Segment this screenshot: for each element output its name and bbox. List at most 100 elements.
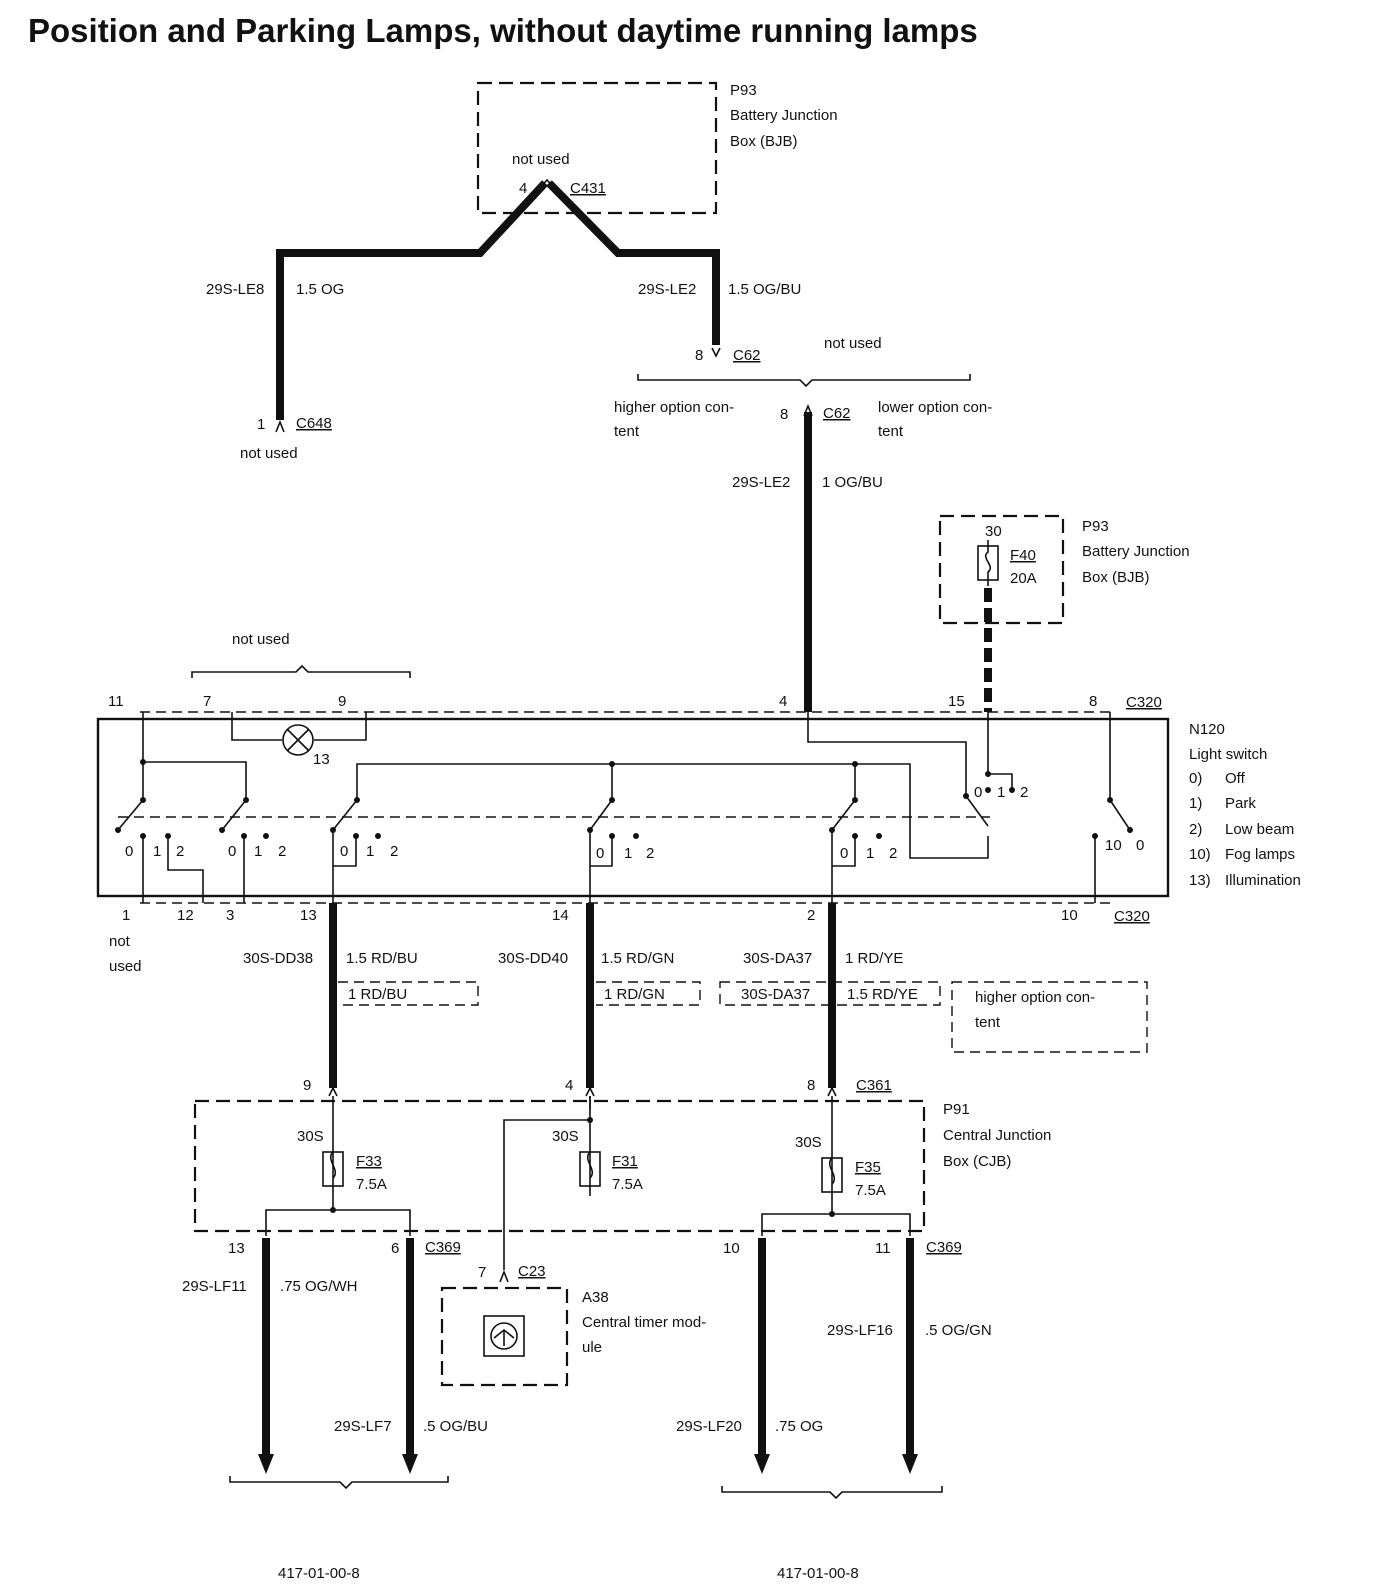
out1-spec: .75 OG/WH <box>280 1278 358 1295</box>
fuse-f40: F40 <box>1010 547 1036 564</box>
sw1-pos-2: 2 <box>176 843 184 860</box>
legend-label-off: Off <box>1225 770 1246 787</box>
feed2-alt: 1 RD/GN <box>604 986 665 1003</box>
lamp-pin-13: 13 <box>313 751 330 768</box>
sw4-pos-2: 2 <box>646 845 654 862</box>
light-switch-id: N120 <box>1189 721 1225 738</box>
feed3-alt-code: 30S-DA37 <box>741 986 810 1003</box>
top-bjb-pin: 4 <box>519 180 527 197</box>
f35-circuit: 30S <box>795 1134 822 1151</box>
connector-c62-lower: C62 <box>823 405 851 422</box>
wire-c62-spec: 1 OG/BU <box>822 474 883 491</box>
wire-left-spec: 1.5 OG <box>296 281 344 298</box>
sw3-pos-0: 0 <box>340 843 348 860</box>
bottom-pin-10: 10 <box>1061 907 1078 924</box>
fuse-f33-rating: 7.5A <box>356 1176 387 1193</box>
footer-ref-left: 417-01-00-8 <box>278 1565 360 1582</box>
top-battery-junction-box: P93 Battery Junction Box (BJB) not used … <box>476 81 838 215</box>
c62-lower-option-2: tent <box>878 423 904 440</box>
timer-icon <box>490 1322 518 1350</box>
out1-code: 29S-LF11 <box>182 1278 247 1295</box>
timer-id: A38 <box>582 1289 609 1306</box>
feed1-alt: 1 RD/BU <box>348 986 407 1003</box>
legend-key-13: 13) <box>1189 872 1211 889</box>
feed3-alt: 1.5 RD/YE <box>847 986 918 1003</box>
top-bjb-id: P93 <box>730 82 757 99</box>
out-pin-13: 13 <box>228 1240 245 1257</box>
sw3-pos-2: 2 <box>390 843 398 860</box>
fuse-f33: F33 <box>356 1153 382 1170</box>
connector-c369-left: C369 <box>425 1239 461 1256</box>
timer-name-2: ule <box>582 1339 602 1356</box>
legend-label-illumination: Illumination <box>1225 872 1301 889</box>
legend-label-park: Park <box>1225 795 1256 812</box>
out2-code: 29S-LF7 <box>334 1418 392 1435</box>
connector-c320-top: C320 <box>1126 694 1162 711</box>
bottom-pin-2: 2 <box>807 907 815 924</box>
legend-key-0: 0) <box>1189 770 1202 787</box>
central-junction-box: P91 Central Junction Box (CJB) 30S F33 7… <box>193 1096 1051 1270</box>
legend-label-low-beam: Low beam <box>1225 821 1294 838</box>
wire-29s-le2-upper <box>546 180 720 345</box>
c62-higher-option-1: higher option con- <box>614 399 734 416</box>
cjb-pin-8: 8 <box>807 1077 815 1094</box>
out2-spec: .5 OG/BU <box>423 1418 488 1435</box>
light-switch: not used 11 7 9 4 15 8 C320 13 0 1 2 <box>96 631 1301 975</box>
timer-name-1: Central timer mod- <box>582 1314 706 1331</box>
wire-c62-code: 29S-LE2 <box>732 474 790 491</box>
wire-right-code: 29S-LE2 <box>638 281 696 298</box>
top-pin-4: 4 <box>779 693 787 710</box>
sw1-pos-0: 0 <box>125 843 133 860</box>
top-bjb-name-2: Box (BJB) <box>730 133 798 150</box>
fog-pos-10: 10 <box>1105 837 1122 854</box>
cjb-pin-9: 9 <box>303 1077 311 1094</box>
cjb-name-2: Box (CJB) <box>943 1153 1011 1170</box>
out-pin-6: 6 <box>391 1240 399 1257</box>
legend-key-1: 1) <box>1189 795 1202 812</box>
sw5-pos-0: 0 <box>840 845 848 862</box>
sw6-pos-1: 1 <box>997 784 1005 801</box>
bottom-not-used-2: used <box>109 958 142 975</box>
page-title: Position and Parking Lamps, without dayt… <box>28 12 978 49</box>
bottom-pin-3: 3 <box>226 907 234 924</box>
fuse-bjb-id: P93 <box>1082 518 1109 535</box>
connector-c648: C648 <box>296 415 332 432</box>
f31-circuit: 30S <box>552 1128 579 1145</box>
feed3-code: 30S-DA37 <box>743 950 812 967</box>
fuse-f31-rating: 7.5A <box>612 1176 643 1193</box>
timer-pin: 7 <box>478 1264 486 1281</box>
feed2-code: 30S-DD40 <box>498 950 568 967</box>
bottom-pin-1: 1 <box>122 907 130 924</box>
f33-circuit: 30S <box>297 1128 324 1145</box>
c62-upper-pin: 8 <box>695 347 703 364</box>
sw2-pos-0: 0 <box>228 843 236 860</box>
fuse-f35: F35 <box>855 1159 881 1176</box>
bottom-pin-13: 13 <box>300 907 317 924</box>
connector-c23: C23 <box>518 1263 546 1280</box>
sw6-pos-0: 0 <box>974 784 982 801</box>
legend-key-10: 10) <box>1189 846 1211 863</box>
fuse-f35-rating: 7.5A <box>855 1182 886 1199</box>
illumination-lamp-icon <box>282 724 314 756</box>
c62-lower-pin: 8 <box>780 406 788 423</box>
legend-label-fog: Fog lamps <box>1225 846 1295 863</box>
cjb-name-1: Central Junction <box>943 1127 1051 1144</box>
feed1-spec: 1.5 RD/BU <box>346 950 418 967</box>
fuse-battery-junction-box: 30 F40 20A P93 Battery Junction Box (BJB… <box>938 514 1190 625</box>
cjb-pin-4: 4 <box>565 1077 573 1094</box>
option-brace <box>637 374 971 388</box>
sw5-pos-2: 2 <box>889 845 897 862</box>
connector-c369-right: C369 <box>926 1239 962 1256</box>
c62-lower-option-1: lower option con- <box>878 399 992 416</box>
fuse-f40-rating: 20A <box>1010 570 1037 587</box>
connector-c431: C431 <box>570 180 606 197</box>
wire-right-spec: 1.5 OG/BU <box>728 281 801 298</box>
connector-c361: C361 <box>856 1077 892 1094</box>
bottom-pin-12: 12 <box>177 907 194 924</box>
wire-29s-le8 <box>276 180 548 420</box>
bottom-not-used-1: not <box>109 933 131 950</box>
lamp-not-used: not used <box>232 631 290 648</box>
out-pin-10: 10 <box>723 1240 740 1257</box>
fuse-bjb-pin: 30 <box>985 523 1002 540</box>
